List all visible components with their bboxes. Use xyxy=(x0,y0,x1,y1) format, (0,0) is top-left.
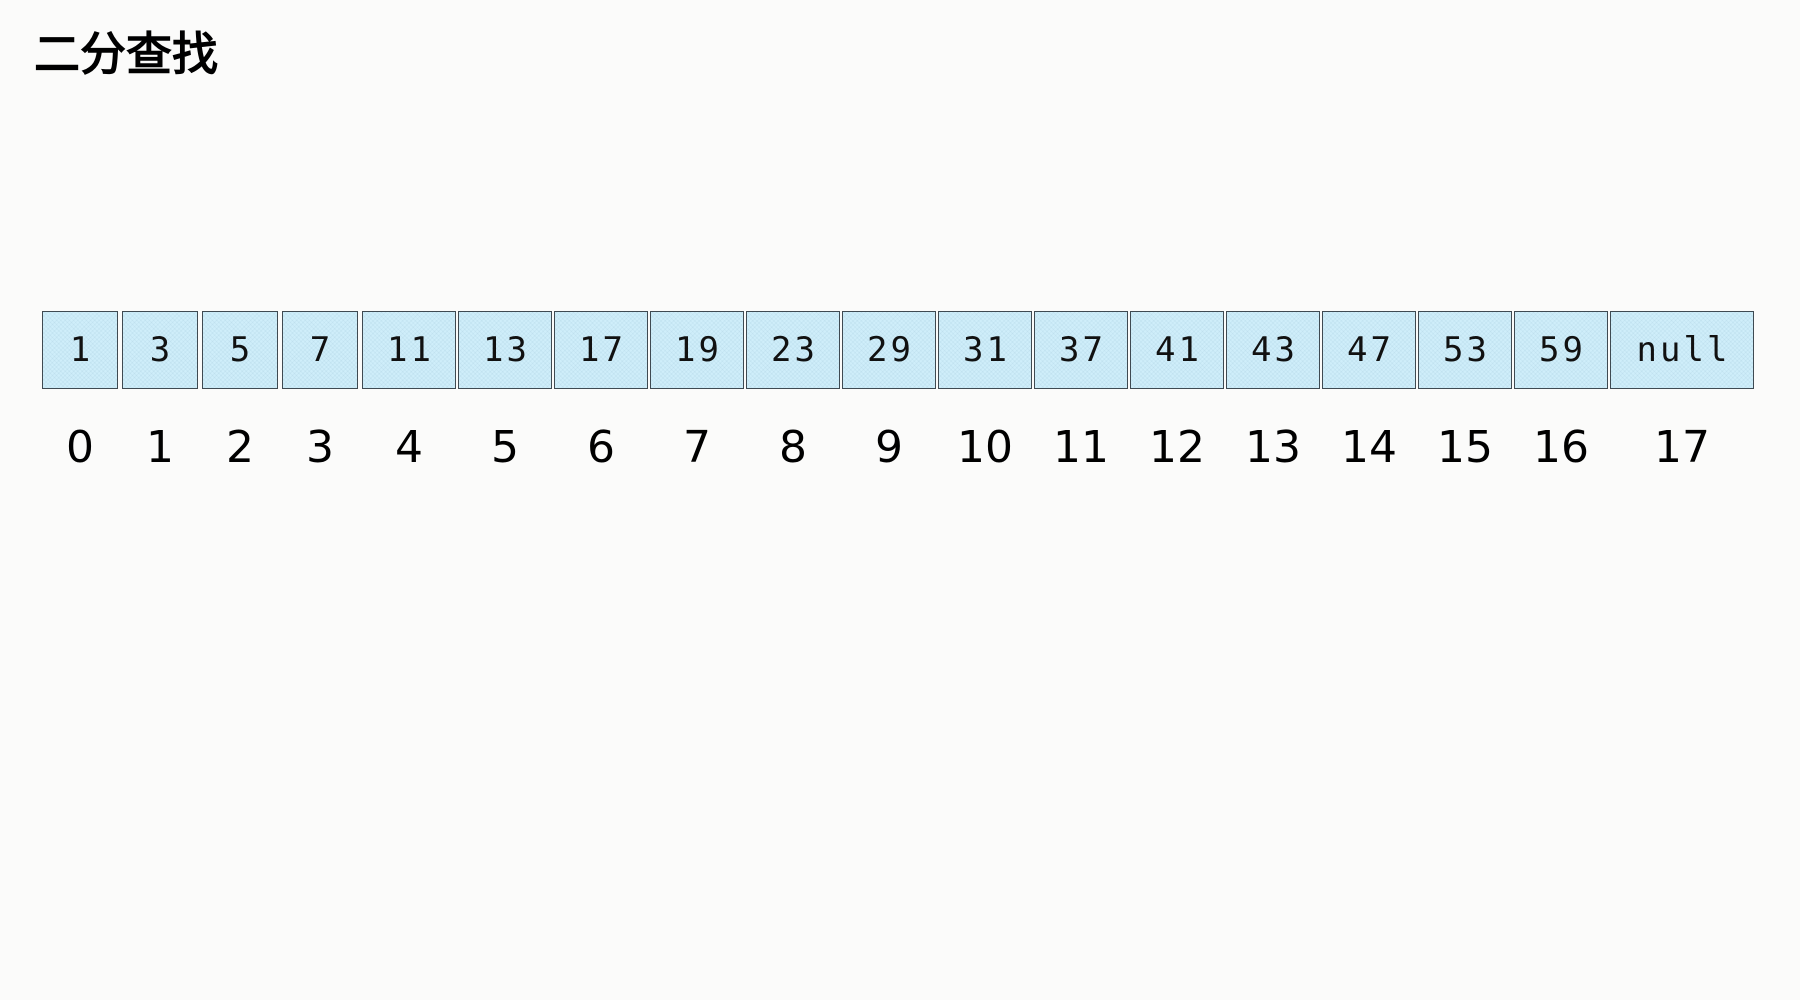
array-index-label: 10 xyxy=(957,422,1013,473)
array-cell: 1 xyxy=(42,311,118,389)
array-cell: 41 xyxy=(1130,311,1224,389)
array-index-label: 6 xyxy=(587,422,615,473)
array-index-label: 1 xyxy=(146,422,174,473)
array-cell: 43 xyxy=(1226,311,1320,389)
array-index-label: 5 xyxy=(491,422,519,473)
array-index-label: 13 xyxy=(1245,422,1301,473)
array-cell: 23 xyxy=(746,311,840,389)
array-cell: 59 xyxy=(1514,311,1608,389)
array-index-label: 11 xyxy=(1053,422,1109,473)
array-index-label: 4 xyxy=(395,422,423,473)
array-cell: 11 xyxy=(362,311,456,389)
array-cell: 47 xyxy=(1322,311,1416,389)
array-index-label: 0 xyxy=(66,422,94,473)
array-cell: 37 xyxy=(1034,311,1128,389)
array-index-label: 2 xyxy=(226,422,254,473)
array-cell: 7 xyxy=(282,311,358,389)
array-index-label: 7 xyxy=(683,422,711,473)
array-cell: 17 xyxy=(554,311,648,389)
array-cell: null xyxy=(1610,311,1754,389)
array-index-label: 14 xyxy=(1341,422,1397,473)
array-index-label: 8 xyxy=(779,422,807,473)
array-index-label: 9 xyxy=(875,422,903,473)
array-cell: 13 xyxy=(458,311,552,389)
array-index-label: 3 xyxy=(306,422,334,473)
array-index-label: 15 xyxy=(1437,422,1493,473)
array-cell: 31 xyxy=(938,311,1032,389)
array-index-label: 17 xyxy=(1654,422,1710,473)
page-title: 二分查找 xyxy=(34,27,218,81)
array-cell: 5 xyxy=(202,311,278,389)
array-cell: 3 xyxy=(122,311,198,389)
array-cell: 19 xyxy=(650,311,744,389)
array-cell: 29 xyxy=(842,311,936,389)
array-index-label: 16 xyxy=(1533,422,1589,473)
array-index-label: 12 xyxy=(1149,422,1205,473)
array-cell: 53 xyxy=(1418,311,1512,389)
